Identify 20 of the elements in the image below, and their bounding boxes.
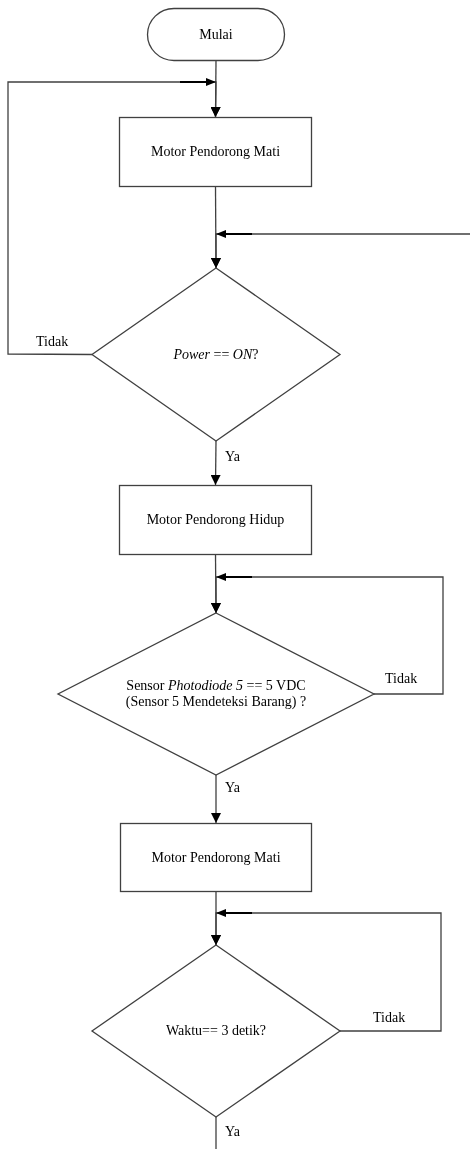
arrow (211, 573, 444, 695)
arrow (211, 774, 221, 824)
decision-diamond (92, 268, 340, 441)
node-text: Motor Pendorong Mati (151, 849, 281, 866)
arrow (7, 78, 221, 356)
process-box (119, 117, 312, 187)
decision-diamond (92, 945, 340, 1117)
node-text: Mulai (199, 26, 233, 43)
node-text: Motor Pendorong Mati (150, 144, 281, 160)
node-text: Waktu== 3 detik? (165, 1023, 267, 1039)
process-box (119, 485, 312, 555)
arrow (211, 909, 442, 1032)
terminator-shape (147, 8, 285, 61)
node-text: Motor Pendorong Hidup (146, 512, 285, 528)
node-text: Sensor Photodiode 5 == 5 VDC (Sensor 5 Mendeteksi Barang) ? (124, 678, 308, 710)
decision-diamond (58, 613, 374, 775)
arrow (210, 440, 221, 486)
arrow (211, 230, 470, 269)
node-text: Power == ON? (173, 346, 259, 363)
process-box (120, 823, 312, 892)
